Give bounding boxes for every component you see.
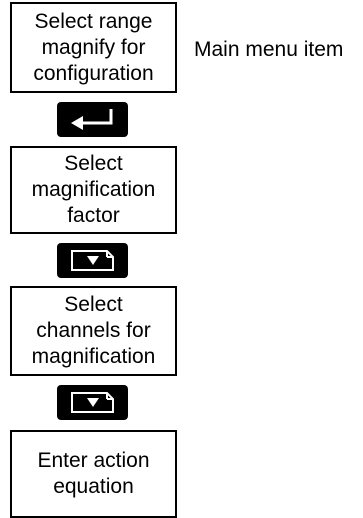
step-box-select-channels: Select channels for magnification [10, 286, 177, 376]
step-text: Enter action equation [37, 449, 150, 498]
page-down-key-icon [57, 243, 128, 278]
step-text: Select range magnify for configuration [33, 9, 154, 85]
step-text: Select magnification factor [31, 152, 156, 227]
main-menu-item-label: Main menu item [194, 38, 344, 61]
step-box-select-range: Select range magnify for configuration [10, 2, 177, 93]
step-box-enter-action-equation: Enter action equation [10, 430, 177, 518]
enter-key-icon [57, 102, 128, 137]
page-down-key-icon [57, 385, 128, 420]
step-text: Select channels for magnification [31, 293, 156, 368]
step-box-select-magnification-factor: Select magnification factor [10, 146, 177, 234]
